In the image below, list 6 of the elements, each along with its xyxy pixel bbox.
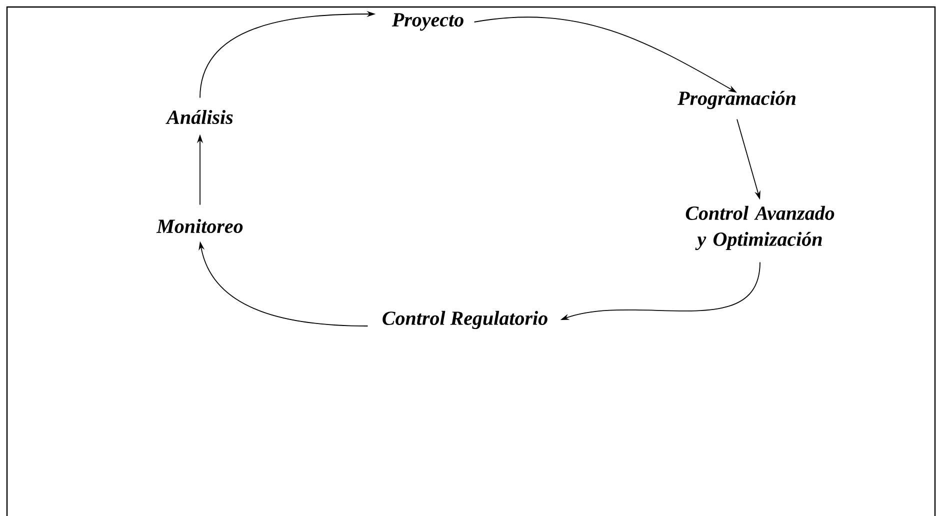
stage-label: Control Avanzado y Optimización [686,206,834,250]
stage-label: Análisis [166,110,233,124]
stage-label: Proyecto [392,13,464,31]
stage-label: Monitoreo [156,218,243,234]
stage-label: Programación [678,90,796,110]
stage-label: Control Regulatorio [382,310,548,330]
